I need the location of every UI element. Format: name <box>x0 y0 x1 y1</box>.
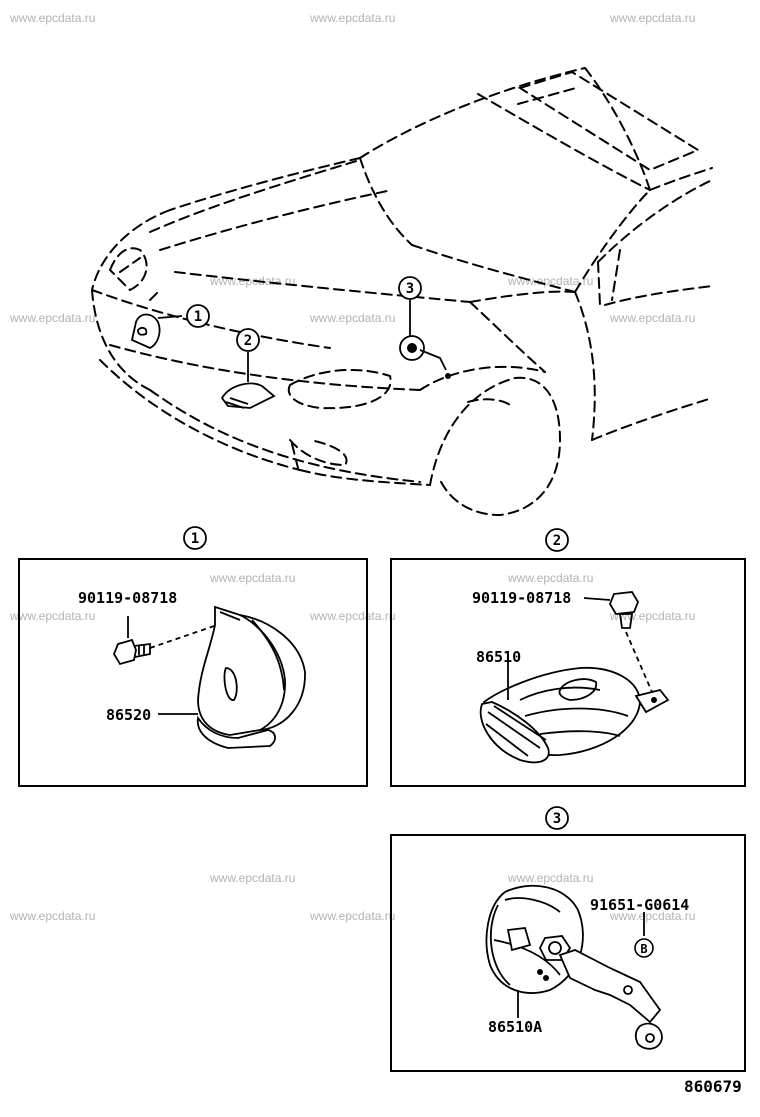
panel-3-horn-part-number: 86510A <box>488 1018 542 1036</box>
panel-1-horn-part-number: 86520 <box>106 706 151 724</box>
callout-number: 2 <box>553 533 561 549</box>
panel-1-callout: 1 <box>183 526 207 550</box>
overview-callout-3: 3 <box>398 276 422 300</box>
callout-number: 2 <box>244 333 252 349</box>
watermark: www.epcdata.ru <box>507 871 593 885</box>
watermark: www.epcdata.ru <box>609 311 695 325</box>
panel-2-callout: 2 <box>545 528 569 552</box>
watermark: www.epcdata.ru <box>507 274 593 288</box>
car-outline <box>91 67 713 517</box>
watermark: www.epcdata.ru <box>609 909 695 923</box>
b-marker-letter: B <box>640 942 647 956</box>
watermark: www.epcdata.ru <box>9 909 95 923</box>
panel-3-horn <box>485 884 663 1050</box>
watermark: www.epcdata.ru <box>309 909 395 923</box>
watermark: www.epcdata.ru <box>507 571 593 585</box>
panel-1-horn <box>158 605 306 749</box>
watermark: www.epcdata.ru <box>9 609 95 623</box>
watermark: www.epcdata.ru <box>309 609 395 623</box>
panel-2-bolt <box>583 591 653 693</box>
panel-3-frame <box>390 834 746 1072</box>
overview-horn-2 <box>220 352 276 409</box>
panel-3-fastener-part-number: 91651-G0614 <box>590 896 689 914</box>
watermark: www.epcdata.ru <box>209 871 295 885</box>
watermark: www.epcdata.ru <box>309 311 395 325</box>
overview-callout-2: 2 <box>236 328 260 352</box>
panel-1-frame <box>18 558 368 787</box>
panel-1-bolt-part-number: 90119-08718 <box>78 589 177 607</box>
watermark: www.epcdata.ru <box>309 11 395 25</box>
overview-callout-1: 1 <box>186 304 210 328</box>
illustration-number: 860679 <box>684 1077 742 1096</box>
watermark: www.epcdata.ru <box>9 311 95 325</box>
watermarks: www.epcdata.ru www.epcdata.ru www.epcdat… <box>9 11 695 923</box>
panel-2-horn <box>479 662 670 764</box>
panel-3-callout: 3 <box>545 806 569 830</box>
panel-3-fastener-marker: B <box>634 912 654 958</box>
panel-1-bolt <box>112 616 221 666</box>
watermark: www.epcdata.ru <box>609 11 695 25</box>
callout-number: 1 <box>194 309 202 325</box>
watermark: www.epcdata.ru <box>209 274 295 288</box>
overview-horn-3 <box>399 300 451 379</box>
callout-number: 3 <box>553 811 561 827</box>
panel-2-frame <box>390 558 746 787</box>
callout-number: 1 <box>191 531 199 547</box>
panel-2-bolt-part-number: 90119-08718 <box>472 589 571 607</box>
panel-2-horn-part-number: 86510 <box>476 648 521 666</box>
overview-horn-1 <box>130 313 183 349</box>
callout-number: 3 <box>406 281 414 297</box>
watermark: www.epcdata.ru <box>9 11 95 25</box>
watermark: www.epcdata.ru <box>209 571 295 585</box>
